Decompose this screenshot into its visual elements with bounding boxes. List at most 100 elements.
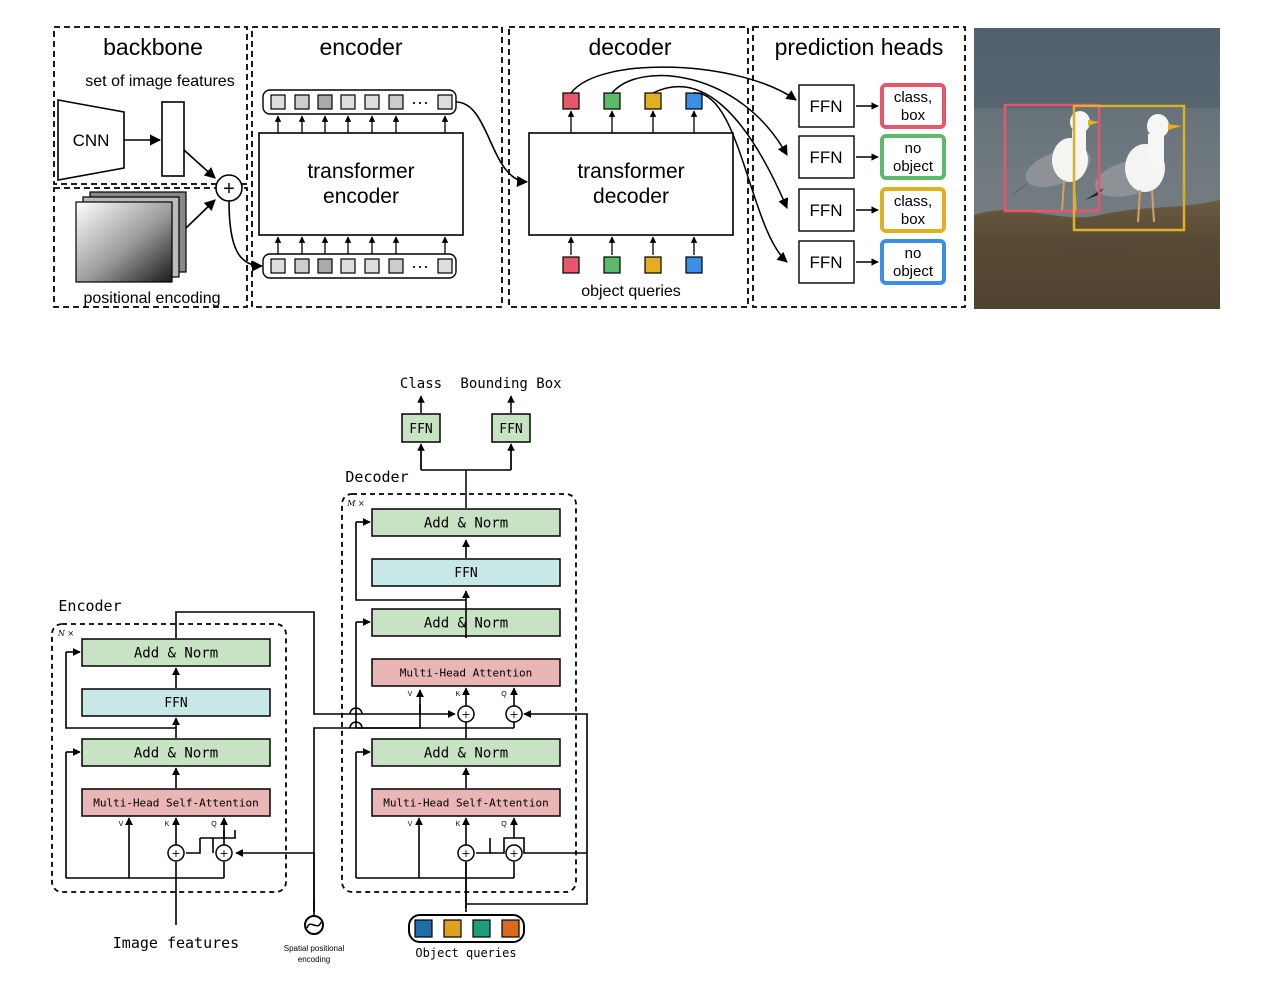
attention-input-v-label: V: [408, 821, 413, 828]
token-square: [270, 94, 286, 110]
ffn-head-label: FFN: [809, 97, 842, 116]
seagull-photo: [974, 28, 1220, 309]
decoder-m-times: M ×: [346, 499, 364, 508]
plus-to-encoder-arrow: [228, 200, 264, 272]
attention-input-k-label: K: [456, 691, 461, 698]
token-square: [317, 94, 333, 110]
cnn-block: [57, 99, 125, 181]
plus-sign: +: [171, 847, 180, 860]
encoder-self-attention: [81, 788, 271, 817]
attention-input-v-label: V: [119, 821, 124, 828]
plus-sign: +: [461, 847, 470, 860]
query-output-square: [685, 92, 703, 110]
bbox-ffn-box: [491, 413, 531, 443]
query-output-square: [603, 92, 621, 110]
crossover-bumps: [349, 707, 363, 729]
token-square: [340, 258, 356, 274]
spatial-pe-label-line2: encoding: [298, 955, 330, 964]
attention-input-k-label: K: [165, 821, 170, 828]
ffn-head-box: [798, 135, 855, 179]
encoder-input-token-group: [270, 258, 453, 274]
transformer-encoder-label-line2: encoder: [323, 185, 399, 208]
plus-sign-group: + + + + + +: [171, 708, 518, 860]
feature-to-plus-arrow: [183, 149, 216, 179]
transformer-decoder-block: [528, 132, 734, 236]
transformer-decoder-label-line1: transformer: [577, 160, 684, 183]
transformer-encoder-label-line1: transformer: [307, 160, 414, 183]
decoder-to-ffn-arrows: [570, 66, 797, 263]
plus-sign: +: [509, 708, 518, 721]
decoder-wiring: [355, 518, 588, 912]
plus-sign: +: [219, 847, 228, 860]
encoder-add-norm-bottom-label: Add & Norm: [134, 746, 218, 762]
pe-layer-front: [75, 201, 173, 283]
gull-right: [1085, 114, 1182, 223]
decoder-add-norm-top-label: Add & Norm: [424, 516, 508, 532]
class-ffn-box: [401, 413, 441, 443]
query-input-square: [685, 256, 703, 274]
encoder-output-ellipsis: ···: [411, 92, 429, 112]
encoder-add-norm-top: [81, 638, 271, 667]
query-output-square: [644, 92, 662, 110]
encoder-self-attention-label: Multi-Head Self-Attention: [93, 796, 259, 809]
attention-input-q-label: Q: [501, 691, 507, 698]
backbone-title: backbone: [103, 34, 203, 60]
backbone-section: [53, 26, 248, 185]
attention-input-q-label: Q: [211, 821, 217, 828]
decoder-ffn-label: FFN: [454, 566, 477, 581]
encoder-add-norm-bottom: [81, 738, 271, 767]
prediction-output-label: class,: [894, 193, 932, 210]
add-plus-sign: +: [223, 178, 235, 200]
plus-sign: +: [509, 847, 518, 860]
positional-encoding-label: positional encoding: [84, 290, 221, 307]
decoder-add-norm-top: [371, 508, 561, 537]
object-queries-container: [408, 914, 525, 943]
decoder-add-norm-bottom: [371, 738, 561, 767]
encoder-add-circles: [167, 844, 233, 862]
transformer-encoder-block: [258, 132, 464, 236]
positional-section: [53, 187, 248, 308]
object-query-square: [443, 919, 462, 938]
decoder-to-ffn-lines: [420, 446, 512, 508]
encoder-ffn-label: FFN: [164, 696, 187, 711]
token-square: [388, 258, 404, 274]
prediction-output-label: box: [901, 107, 926, 124]
ffn-head-label: FFN: [809, 253, 842, 272]
encoder-output-token-group: [270, 94, 453, 110]
encoder-add-norm-top-label: Add & Norm: [134, 646, 218, 662]
cnn-label: CNN: [73, 131, 110, 150]
token-square: [364, 94, 380, 110]
prediction-output-label: box: [901, 211, 926, 228]
token-square: [317, 258, 333, 274]
prediction-heads-title: prediction heads: [775, 34, 944, 60]
encoder-plus-q: [215, 844, 233, 862]
image-features-label: Image features: [113, 934, 239, 952]
decoder-self-attention-label: Multi-Head Self-Attention: [383, 796, 549, 809]
token-square: [294, 258, 310, 274]
spatial-pe-label-line1: Spatial positional: [284, 944, 345, 953]
encoder-output-arrows: [274, 115, 449, 133]
prediction-output-label: no: [905, 140, 922, 157]
token-square: [437, 258, 453, 274]
transformer-decoder-label-line2: decoder: [593, 185, 669, 208]
decoder-title-bottom: Decoder: [345, 468, 408, 486]
object-query-square: [501, 919, 520, 938]
token-square: [270, 258, 286, 274]
ffn-head-box: [798, 84, 855, 128]
query-input-square: [603, 256, 621, 274]
encoder-layer-box: [51, 623, 287, 893]
query-input-square: [562, 256, 580, 274]
encoder-plus-k: [167, 844, 185, 862]
prediction-output-label: object: [893, 263, 934, 280]
photo-bbox-red: [1003, 103, 1101, 213]
token-square: [388, 94, 404, 110]
token-square: [340, 94, 356, 110]
ffn-head-label: FFN: [809, 201, 842, 220]
decoder-add-circles: [457, 705, 523, 862]
decoder-plus-k: [457, 844, 475, 862]
plus-sign: +: [461, 708, 470, 721]
prediction-output-box: [880, 239, 946, 285]
decoder-ffn: [371, 558, 561, 587]
